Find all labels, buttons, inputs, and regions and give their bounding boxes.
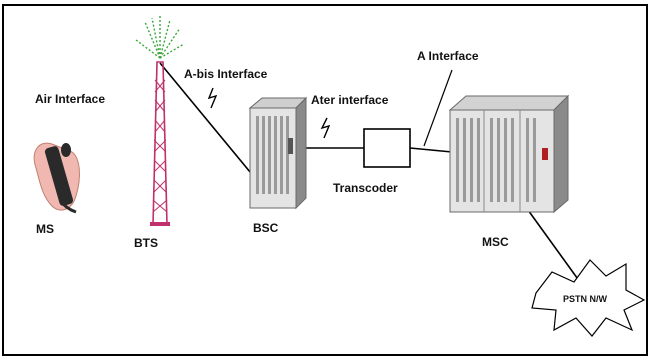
msc-pstn-link [527, 209, 581, 283]
transcoder-box [363, 128, 411, 168]
msc-label: MSC [482, 235, 509, 249]
pstn-cloud-icon [531, 259, 646, 337]
bsc-rack-icon [248, 96, 308, 210]
pstn-label: PSTN N/W [563, 294, 607, 304]
ater-lightning-icon [320, 117, 331, 139]
transcoder-label: Transcoder [333, 181, 398, 195]
a-interface-label: A Interface [417, 49, 479, 63]
bts-tower-icon [135, 16, 185, 226]
transcoder-msc-link [409, 147, 453, 153]
bsc-label: BSC [253, 221, 279, 235]
a-interface-pointer [423, 69, 453, 147]
air-interface-label: Air Interface [35, 92, 106, 106]
bts-label: BTS [134, 236, 158, 250]
ater-interface-label: Ater interface [311, 93, 389, 107]
mobile-phone-icon [33, 142, 80, 214]
ms-label: MS [36, 222, 54, 236]
abis-lightning-icon [207, 87, 218, 109]
abis-interface-label: A-bis Interface [184, 67, 268, 81]
abis-link [159, 62, 256, 179]
msc-rack-icon [448, 94, 570, 214]
